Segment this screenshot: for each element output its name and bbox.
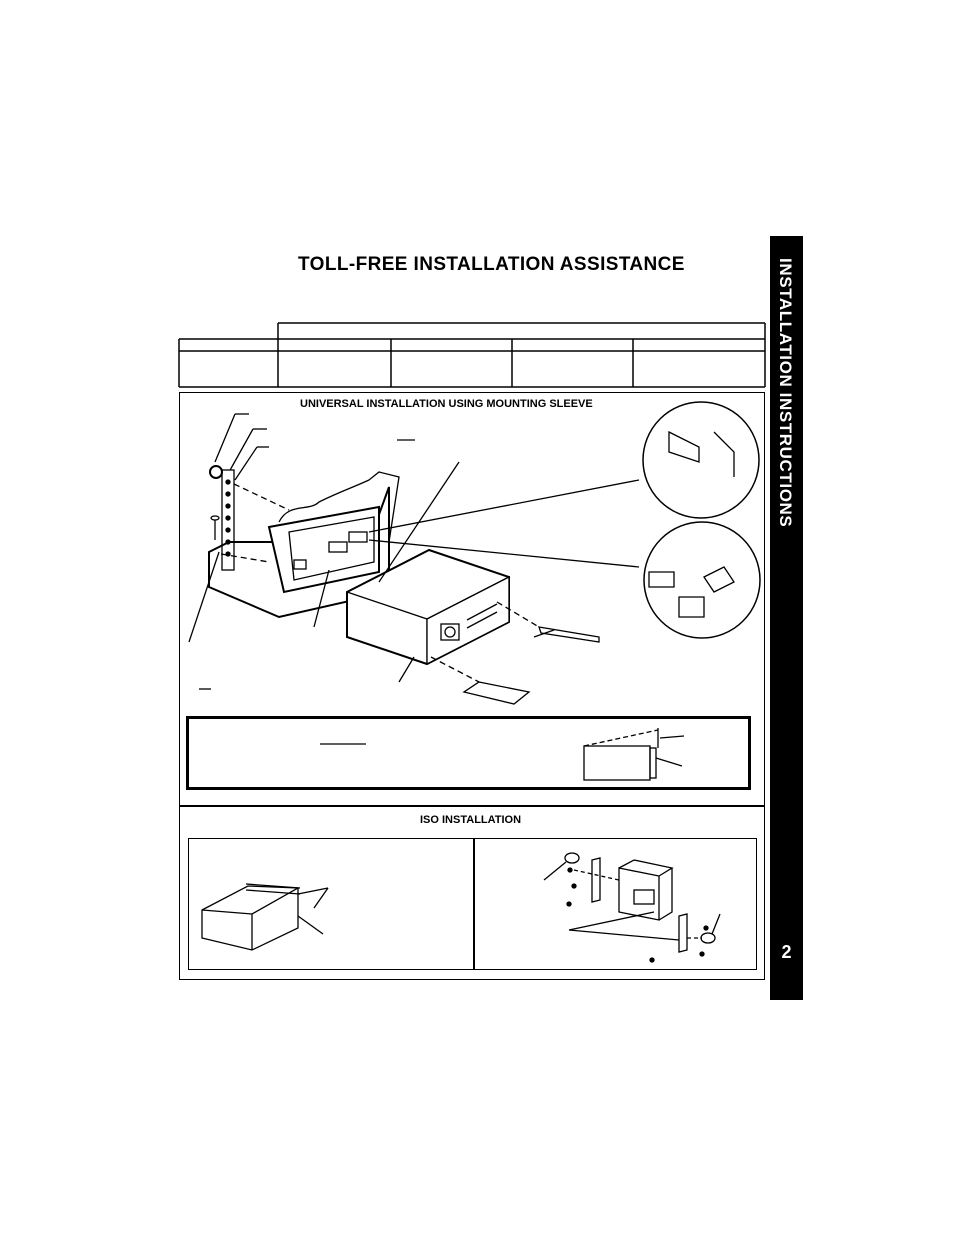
iso-right-box <box>474 838 757 970</box>
mounting-sleeve-diagram <box>188 401 761 705</box>
caution-box <box>186 716 751 790</box>
iso-installation-title: ISO INSTALLATION <box>420 814 522 826</box>
iso-unit-left-diagram <box>201 883 329 951</box>
universal-installation-title: UNIVERSAL INSTALLATION USING MOUNTING SL… <box>300 398 593 410</box>
iso-installation-panel <box>179 806 765 980</box>
iso-bracket-diagram <box>543 852 721 963</box>
side-tab-label: INSTALLATION INSTRUCTIONS <box>776 258 795 528</box>
iso-left-box <box>188 838 474 970</box>
universal-installation-panel <box>179 392 765 806</box>
page-title: TOLL-FREE INSTALLATION ASSISTANCE <box>298 254 685 275</box>
side-tab: INSTALLATION INSTRUCTIONS 2 <box>770 236 803 1000</box>
assistance-table <box>178 322 766 388</box>
unit-angle-diagram <box>320 728 685 781</box>
page-number: 2 <box>781 942 792 962</box>
